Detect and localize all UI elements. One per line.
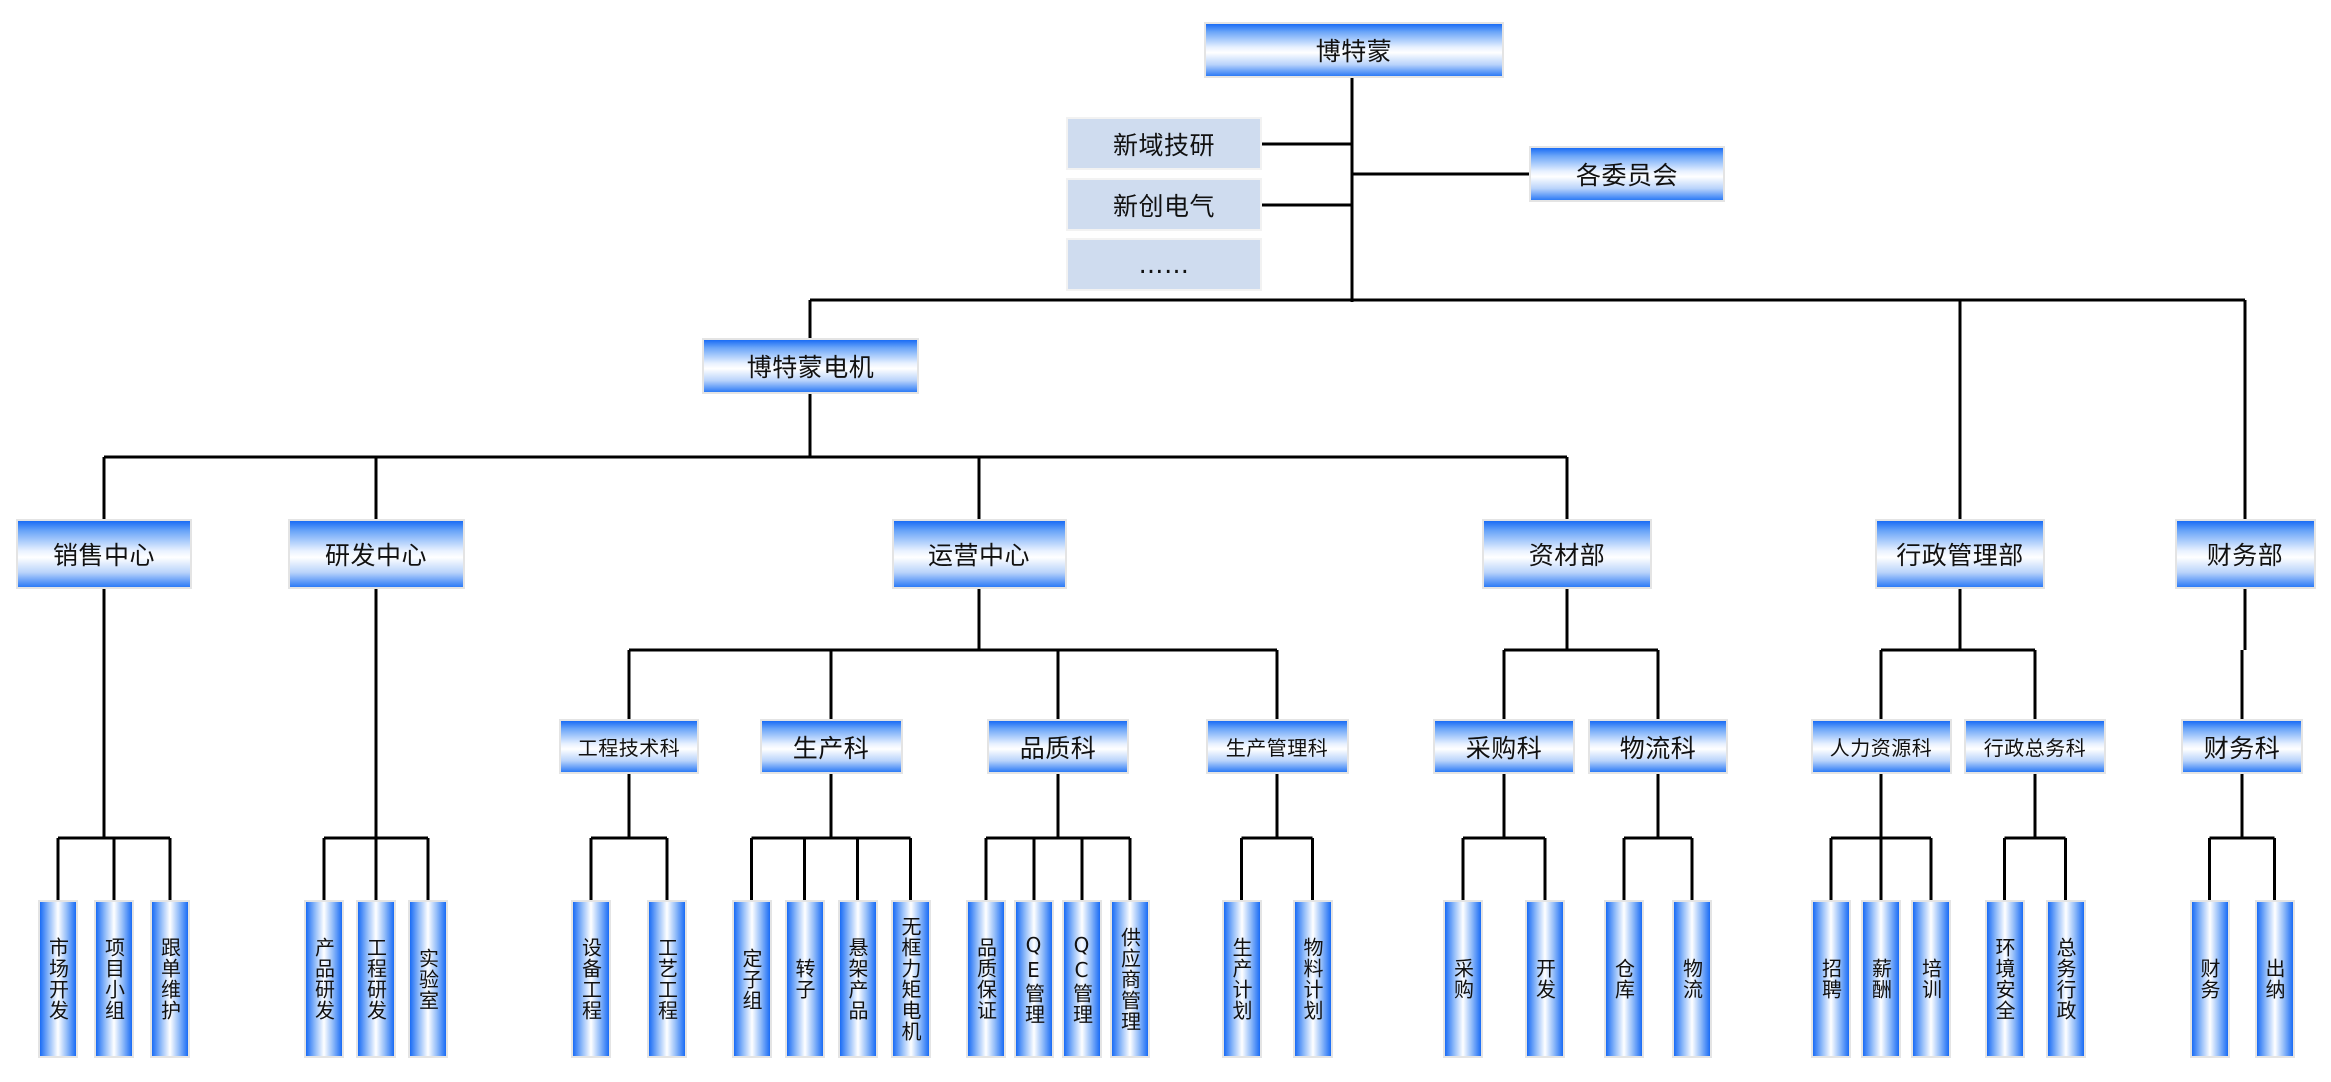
leaf-node[interactable]: 财务 xyxy=(2189,900,2230,1058)
leaf-node[interactable]: 招聘 xyxy=(1811,900,1851,1058)
leaf-node[interactable]: 工艺工程 xyxy=(647,900,687,1058)
section-node[interactable]: 行政总务科 xyxy=(1964,719,2106,774)
department-node[interactable]: 资材部 xyxy=(1482,519,1652,589)
leaf-node[interactable]: QE管理 xyxy=(1014,900,1054,1058)
section-node[interactable]: 生产管理科 xyxy=(1205,719,1349,774)
leaf-node[interactable]: 环境安全 xyxy=(1984,900,2025,1058)
leaf-node[interactable]: 悬架产品 xyxy=(837,900,878,1058)
department-node[interactable]: 运营中心 xyxy=(891,519,1067,589)
leaf-node[interactable]: 仓库 xyxy=(1604,900,1644,1058)
department-node[interactable]: 销售中心 xyxy=(16,519,192,589)
leaf-node[interactable]: 开发 xyxy=(1525,900,1565,1058)
department-node[interactable]: 财务部 xyxy=(2174,519,2316,589)
committee-node[interactable]: 各委员会 xyxy=(1529,146,1725,202)
section-node[interactable]: 人力资源科 xyxy=(1810,719,1952,774)
affiliate-node[interactable]: …… xyxy=(1066,238,1262,291)
leaf-node[interactable]: QC管理 xyxy=(1062,900,1102,1058)
leaf-node[interactable]: 生产计划 xyxy=(1221,900,1262,1058)
leaf-node[interactable]: 物料计划 xyxy=(1292,900,1333,1058)
leaf-node[interactable]: 总务行政 xyxy=(2045,900,2086,1058)
leaf-node[interactable]: 物流 xyxy=(1672,900,1712,1058)
section-node[interactable]: 采购科 xyxy=(1433,719,1575,774)
leaf-node[interactable]: 转子 xyxy=(784,900,825,1058)
leaf-node[interactable]: 出纳 xyxy=(2254,900,2295,1058)
leaf-node[interactable]: 定子组 xyxy=(731,900,772,1058)
leaf-node[interactable]: 市场开发 xyxy=(38,900,78,1058)
department-node[interactable]: 研发中心 xyxy=(287,519,465,589)
leaf-node[interactable]: 供应商管理 xyxy=(1110,900,1150,1058)
leaf-node[interactable]: 跟单维护 xyxy=(150,900,190,1058)
subsidiary-node[interactable]: 博特蒙电机 xyxy=(702,338,919,394)
leaf-node[interactable]: 薪酬 xyxy=(1861,900,1901,1058)
leaf-node[interactable]: 工程研发 xyxy=(356,900,396,1058)
section-node[interactable]: 物流科 xyxy=(1588,719,1728,774)
leaf-node[interactable]: 品质保证 xyxy=(966,900,1006,1058)
leaf-node[interactable]: 实验室 xyxy=(408,900,448,1058)
section-node[interactable]: 财务科 xyxy=(2181,719,2303,774)
affiliate-node[interactable]: 新域技研 xyxy=(1066,117,1262,170)
leaf-node[interactable]: 采购 xyxy=(1443,900,1483,1058)
leaf-node[interactable]: 设备工程 xyxy=(571,900,611,1058)
leaf-node[interactable]: 项目小组 xyxy=(94,900,134,1058)
leaf-node[interactable]: 培训 xyxy=(1911,900,1951,1058)
affiliate-node[interactable]: 新创电气 xyxy=(1066,178,1262,231)
department-node[interactable]: 行政管理部 xyxy=(1875,519,2045,589)
org-node-root[interactable]: 博特蒙 xyxy=(1204,22,1504,78)
section-node[interactable]: 品质科 xyxy=(987,719,1129,774)
section-node[interactable]: 生产科 xyxy=(759,719,903,774)
leaf-node[interactable]: 无框力矩电机 xyxy=(890,900,931,1058)
leaf-node[interactable]: 产品研发 xyxy=(304,900,344,1058)
section-node[interactable]: 工程技术科 xyxy=(559,719,699,774)
